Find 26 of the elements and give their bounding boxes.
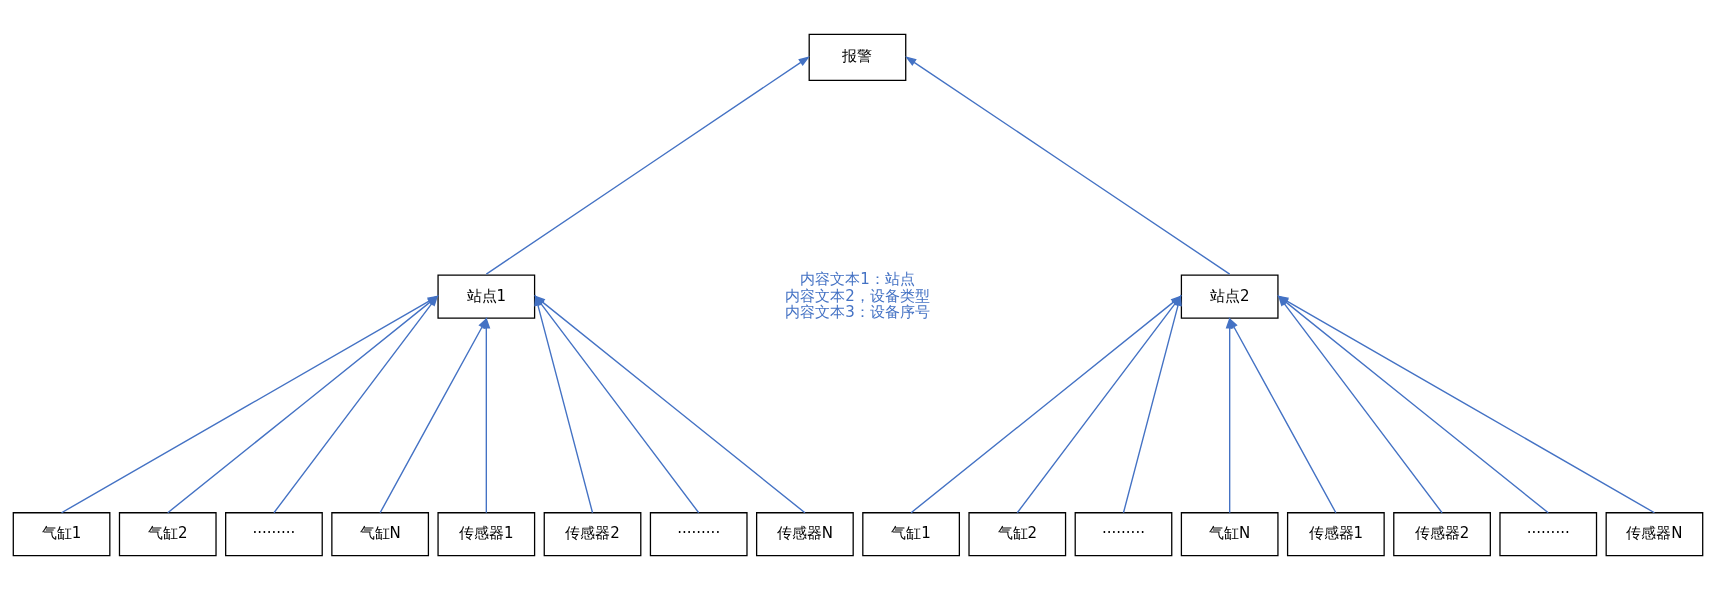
node-box: 传感器1 [1286,511,1385,556]
node-box: 气缸N [330,511,429,556]
node-box: 传感器1 [436,511,535,556]
node-box: 气缸2 [967,511,1066,556]
node-box: ········· [224,511,323,556]
node-box: ········· [649,511,748,556]
arrow [1228,316,1337,513]
arrow [485,55,810,275]
node-box: 气缸1 [861,511,960,556]
node-box: 站点1 [436,274,535,319]
label: 内容文本3：设备序号 [784,302,930,321]
arrow [904,55,1230,275]
node-box: ········· [1074,511,1172,556]
node-box: ········· [1498,511,1597,556]
node-box: 站点2 [1180,274,1279,319]
node-box: 传感器2 [1392,511,1491,556]
node-box: 传感器N [755,511,854,556]
node-box: 气缸N [1180,511,1279,556]
node-box: 气缸2 [118,511,217,556]
node-box: 报警 [808,33,906,81]
node-box: 气缸1 [12,511,110,556]
node-box: 传感器N [1605,511,1703,556]
arrow [481,316,490,513]
node-box: 传感器2 [543,511,641,556]
label: 内容文本1：站点 [799,269,915,288]
label: 内容文本2，设备类型 [784,286,930,305]
